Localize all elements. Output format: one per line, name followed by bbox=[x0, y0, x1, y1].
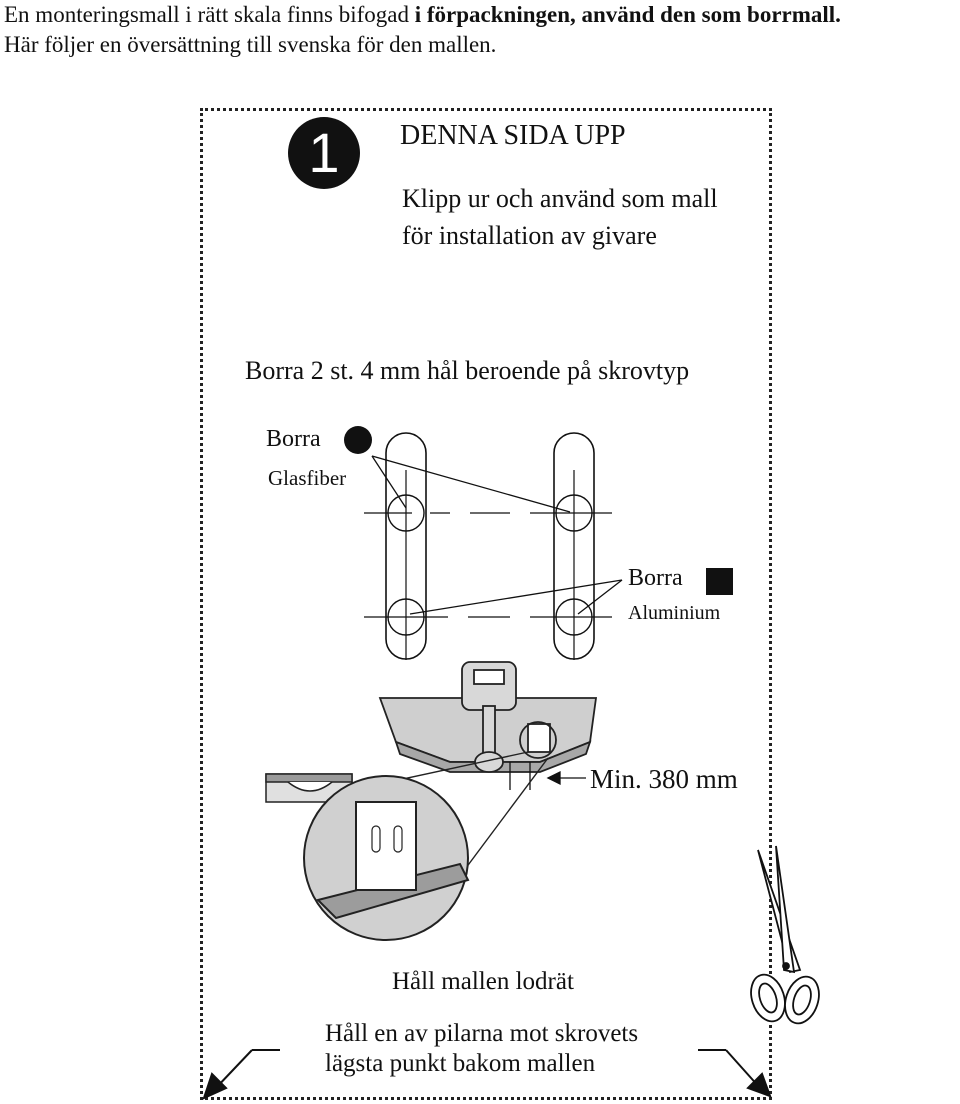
arrow-down-left-icon bbox=[202, 1049, 280, 1100]
distance-markers bbox=[509, 762, 586, 790]
cut-instruction-line-1: Klipp ur och använd som mall bbox=[402, 184, 718, 213]
fiberglass-drill-label: Borra bbox=[266, 426, 321, 452]
min-distance-label: Min. 380 mm bbox=[590, 764, 738, 794]
filled-circle-icon bbox=[344, 426, 372, 454]
mounting-slots bbox=[385, 432, 595, 660]
magnified-detail bbox=[303, 751, 549, 941]
intro-line-2: Här följer en översättning till svenska … bbox=[4, 32, 497, 57]
cut-instruction-line-2: för installation av givare bbox=[402, 221, 657, 250]
intro-line-1-normal: En monteringsmall i rätt skala finns bif… bbox=[4, 2, 415, 27]
leader-lines bbox=[371, 455, 623, 615]
drill-instruction: Borra 2 st. 4 mm hål beroende på skrovty… bbox=[245, 356, 690, 385]
aluminium-drill-label: Borra bbox=[628, 565, 683, 591]
fiberglass-label: Glasfiber bbox=[268, 466, 347, 490]
boat-illustration bbox=[378, 661, 598, 773]
mounting-template bbox=[200, 108, 772, 1100]
template-heading: DENNA SIDA UPP bbox=[400, 120, 626, 151]
drill-holes bbox=[387, 494, 593, 636]
hold-vertical-instruction: Håll mallen lodrät bbox=[392, 968, 574, 995]
center-lines bbox=[364, 470, 612, 660]
arrow-down-right-icon bbox=[698, 1049, 772, 1098]
aluminium-label: Aluminium bbox=[628, 602, 721, 624]
step-number-badge: 1 bbox=[288, 117, 360, 189]
scissors-icon bbox=[750, 845, 820, 1025]
intro-line-1: En monteringsmall i rätt skala finns bif… bbox=[4, 0, 960, 30]
hold-arrow-instruction-line-2: lägsta punkt bakom mallen bbox=[325, 1050, 596, 1077]
intro-text: En monteringsmall i rätt skala finns bif… bbox=[4, 0, 960, 60]
intro-line-1-bold: i förpackningen, använd den som borrmall… bbox=[414, 2, 841, 27]
filled-square-icon bbox=[706, 568, 733, 595]
hold-arrow-instruction-line-1: Håll en av pilarna mot skrovets bbox=[325, 1020, 639, 1047]
